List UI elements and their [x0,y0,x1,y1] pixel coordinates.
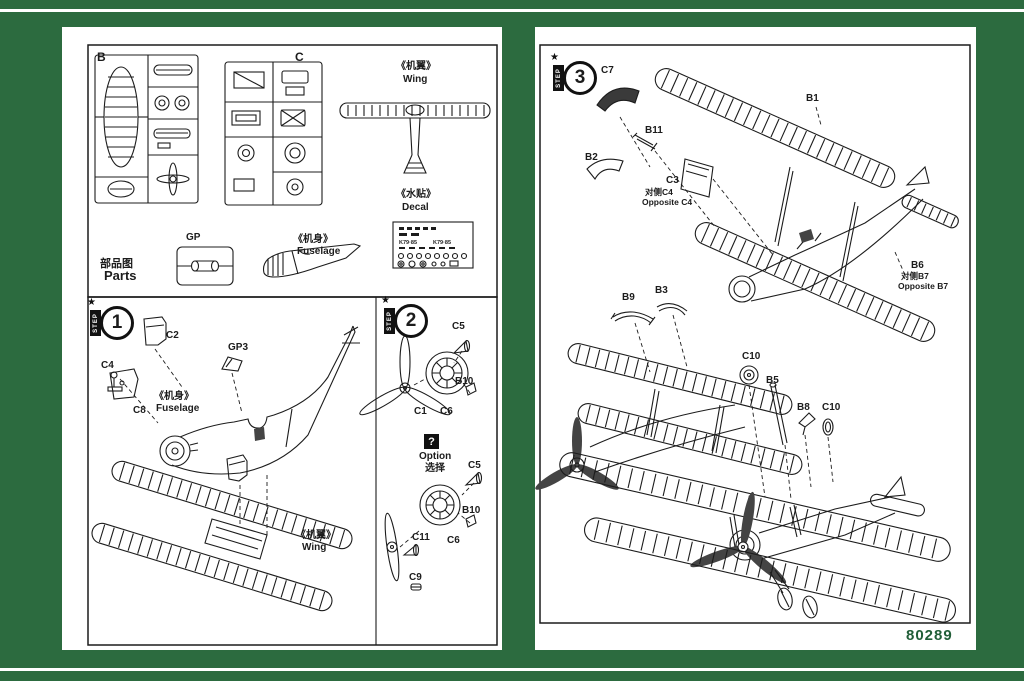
fuselage-label-en: Fuselage [297,246,341,257]
step3-top-assembly-drawing [586,68,959,342]
label-c3-opposite-en: Opposite C4 [642,197,693,207]
decal-label-cn: 《水贴》 [396,189,436,200]
label-c6-bottom: C6 [447,535,460,546]
step2-tab-label: STEP [386,311,393,331]
decal-label-en: Decal [402,202,429,213]
label-c8: C8 [133,405,146,416]
label-b9: B9 [622,292,635,303]
step1-star-icon: ★ [87,297,96,308]
step1-wing-cn: 《机翼》 [296,530,336,541]
top-border-line [0,9,1024,12]
gp-label: GP [186,232,201,243]
label-b10-top: B10 [455,376,474,387]
sprue-b-label: B [97,50,106,64]
kit-number: 80289 [906,627,953,644]
step1-fuselage-en: Fuselage [156,403,200,414]
decal-text-1: K79·85 [399,240,417,246]
label-b6-opposite-cn: 对侧B7 [901,271,929,281]
step2-star-icon: ★ [381,295,390,306]
fuselage-label-cn: 《机身》 [293,234,333,245]
label-c9: C9 [409,572,422,583]
label-c6-top: C6 [440,406,453,417]
gp-sprue-drawing [176,246,234,286]
label-c7: C7 [601,65,614,76]
step3-badge: STEP ★ 3 [550,52,601,96]
label-b11: B11 [645,125,663,136]
step3-bottom-assembly-drawing [559,365,956,623]
left-page-drawing: K79·85 K79·85 [87,44,498,646]
step3-star-icon: ★ [550,52,559,63]
label-c10-top: C10 [742,351,761,362]
step3-tab-label: STEP [555,68,562,88]
step3-middle-assembly-drawing [535,302,803,490]
step1-fuselage-cn: 《机身》 [154,391,194,402]
label-c10-bottom: C10 [822,402,841,413]
label-b8: B8 [797,402,810,413]
label-c1: C1 [414,406,427,417]
step2-assembly-drawing [359,335,483,591]
step2-badge: STEP ★ 2 [381,295,432,339]
wing-top-view-drawing [339,102,491,174]
label-b5: B5 [766,375,779,386]
label-b10-bottom: B10 [462,505,481,516]
step3-frame [539,44,971,624]
label-b6-opposite-en: Opposite B7 [898,281,949,291]
wing-label-en: Wing [403,74,428,85]
sprue-c-drawing [224,61,323,206]
step3-number: 3 [563,61,597,95]
label-b1: B1 [806,93,819,104]
step1-number: 1 [100,306,134,340]
sprue-b-drawing [94,54,199,204]
step1-assembly-drawing [91,316,360,612]
step1-wing-en: Wing [302,542,327,553]
label-b6: B6 [911,260,924,271]
sprue-c-label: C [295,50,304,64]
option-label-cn: 选择 [425,463,445,474]
label-c2: C2 [166,330,179,341]
step2-number: 2 [394,304,428,338]
decal-sheet-drawing: K79·85 K79·85 [392,221,474,269]
label-c5-top: C5 [452,321,465,332]
label-b3: B3 [655,285,668,296]
steps-section-frame [87,296,498,646]
right-page: STEP ★ 3 C7 B11 B2 B1 C3 对侧C4 Opposite C… [535,27,976,650]
left-page: K79·85 K79·85 [62,27,502,650]
step1-tab-label: STEP [92,313,99,333]
right-page-drawing [535,44,971,624]
label-c5-bottom: C5 [468,460,481,471]
step1-tab: STEP [90,310,101,336]
parts-title-en: Parts [104,268,137,283]
step1-badge: STEP ★ 1 [87,297,138,341]
label-b2: B2 [585,152,598,163]
step2-tab: STEP [384,308,395,334]
step3-tab: STEP [553,65,564,91]
label-c4: C4 [101,360,114,371]
parts-title-cn: 部品图 [100,258,133,270]
wing-label-cn: 《机翼》 [396,61,436,72]
option-question-icon: ? [424,434,439,449]
option-label-en: Option [419,451,452,462]
fuselage-side-view-drawing [262,243,362,278]
decal-text-2: K79·85 [433,240,451,246]
label-c3-opposite-cn: 对侧C4 [645,187,673,197]
bottom-border-line [0,668,1024,671]
label-gp3: GP3 [228,342,249,353]
label-c11: C11 [412,532,430,543]
label-c3: C3 [666,175,679,186]
